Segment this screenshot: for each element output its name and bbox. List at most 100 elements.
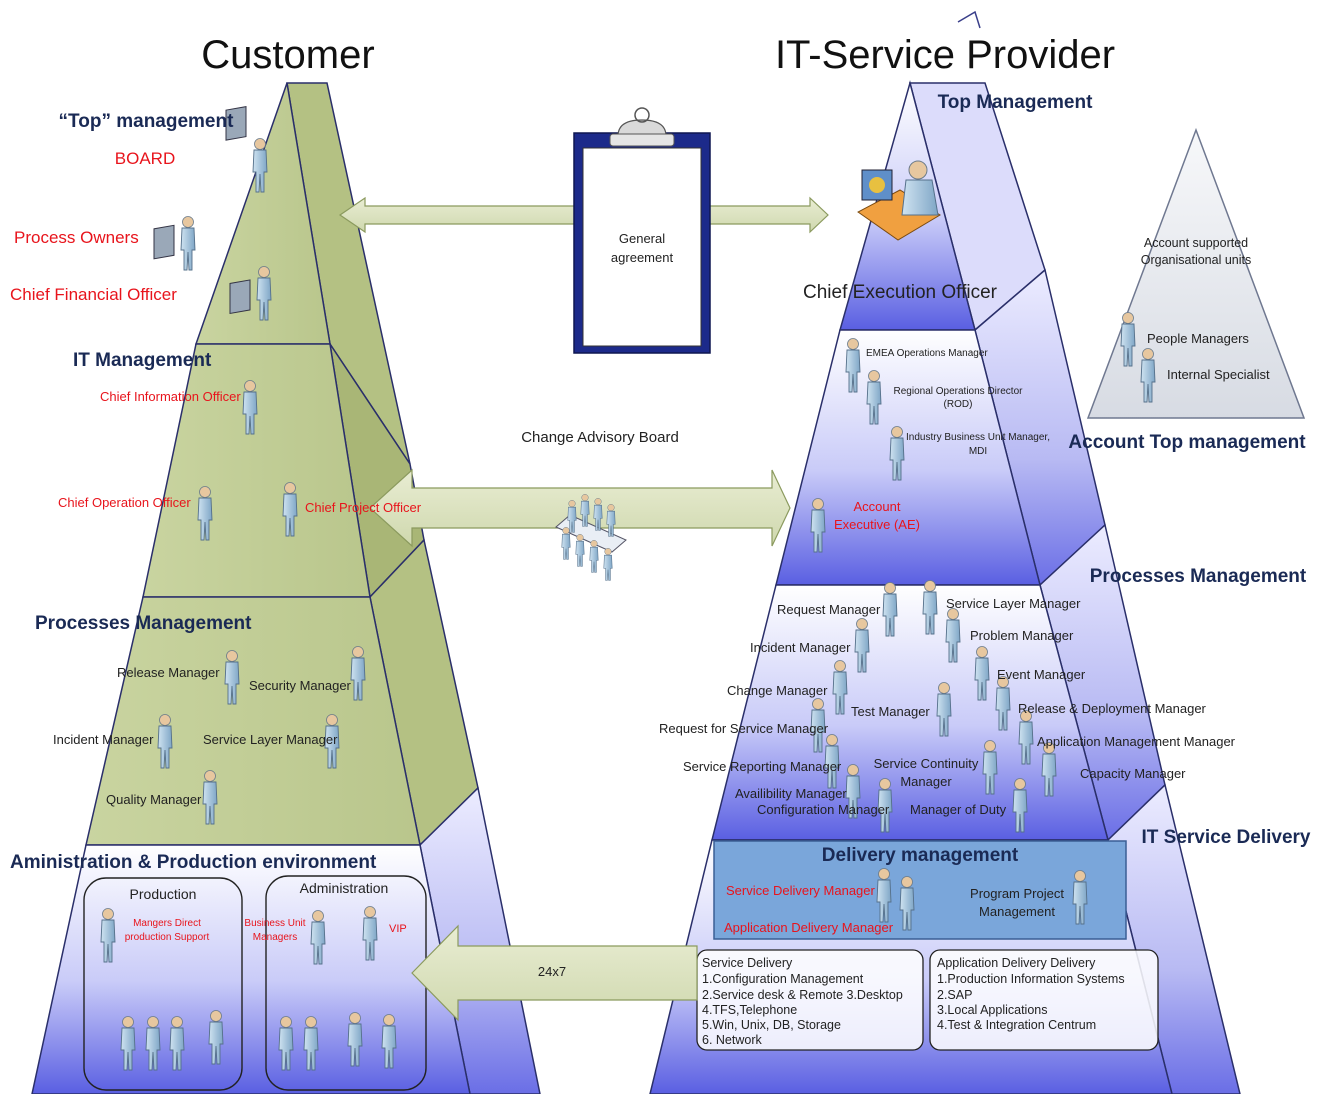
general-agreement-line-2: agreement: [611, 250, 674, 265]
service-delivery-line: Service Delivery: [702, 956, 793, 970]
agreement-arrow: [338, 196, 829, 234]
service-continuity-line-2: Manager: [900, 774, 952, 789]
support-24x7-arrow: [411, 924, 698, 1022]
account-units-line-2: Organisational units: [1141, 253, 1251, 267]
service-delivery-line: 2.Service desk & Remote 3.Desktop: [702, 988, 903, 1002]
application-delivery-line: 4.Test & Integration Centrum: [937, 1018, 1096, 1032]
customer-title: Customer: [201, 33, 374, 77]
cpo-label: Chief Project Officer: [305, 500, 422, 515]
service-delivery-line: 4.TFS,Telephone: [702, 1003, 797, 1017]
capacity-manager-label: Capacity Manager: [1080, 766, 1186, 781]
administration-label: Administration: [300, 880, 389, 896]
service-delivery-line: 6. Network: [702, 1033, 762, 1047]
service-delivery-line: 5.Win, Unix, DB, Storage: [702, 1018, 841, 1032]
delivery-management-heading: Delivery management: [822, 845, 1019, 866]
it-service-delivery-heading: IT Service Delivery: [1142, 827, 1311, 848]
program-project-line-1: Program Project: [970, 886, 1064, 901]
vip-label: VIP: [389, 923, 407, 935]
service-delivery-list: Service Delivery 1.Configuration Managem…: [702, 956, 903, 1047]
cio-label: Chief Information Officer: [100, 389, 241, 404]
bu-managers-line-2: Managers: [253, 932, 297, 943]
bu-managers-line-1: Business Unit: [244, 918, 305, 929]
account-units-line-1: Account supported: [1144, 236, 1248, 250]
cfo-label: Chief Financial Officer: [10, 285, 177, 304]
rod-line-2: (ROD): [944, 399, 973, 410]
application-delivery-line: 2.SAP: [937, 988, 972, 1002]
release-deployment-manager-label: Release & Deployment Manager: [1018, 701, 1207, 716]
application-delivery-line: 1.Production Information Systems: [937, 972, 1125, 986]
production-label: Production: [130, 886, 197, 902]
ceo-label: Chief Execution Officer: [803, 282, 998, 303]
meeting-table-icon: [555, 494, 627, 581]
service-reporting-manager-label: Service Reporting Manager: [683, 759, 842, 774]
customer-pyramid: [31, 82, 541, 1095]
production-box: [83, 877, 243, 1091]
it-management-heading: IT Management: [73, 350, 212, 371]
provider-service-layer-manager-label: Service Layer Manager: [946, 596, 1081, 611]
executive-desk-icon: [225, 106, 268, 193]
rod-line-1: Regional Operations Director: [894, 386, 1024, 397]
program-project-line-2: Management: [979, 904, 1055, 919]
emea-label: EMEA Operations Manager: [866, 348, 988, 359]
service-continuity-line-1: Service Continuity: [874, 756, 979, 771]
change-advisory-board-label: Change Advisory Board: [521, 429, 679, 446]
problem-manager-label: Problem Manager: [970, 628, 1074, 643]
ae-line-1: Account: [854, 499, 901, 514]
release-manager-label: Release Manager: [117, 665, 220, 680]
event-manager-label: Event Manager: [997, 667, 1086, 682]
availability-manager-label: Availibility Manager: [735, 786, 847, 801]
mdi-line-1: Industry Business Unit Manager,: [906, 432, 1050, 443]
executive-desk-icon: [229, 266, 272, 321]
application-delivery-box: [929, 949, 1159, 1051]
provider-apex-mark: [957, 10, 981, 29]
configuration-manager-label: Configuration Manager: [757, 802, 890, 817]
provider-incident-manager-label: Incident Manager: [750, 640, 851, 655]
general-agreement-line-1: General: [619, 231, 665, 246]
application-delivery-list: Application Delivery Delivery 1.Producti…: [937, 956, 1125, 1032]
mdi-line-2: MDI: [969, 446, 987, 457]
people-managers-label: People Managers: [1147, 331, 1249, 346]
coo-label: Chief Operation Officer: [58, 495, 191, 510]
security-manager-label: Security Manager: [249, 678, 352, 693]
ceo-computer-icon: [857, 160, 941, 241]
request-manager-label: Request Manager: [777, 602, 881, 617]
ae-line-2: Executive (AE): [834, 517, 920, 532]
administration-env-heading: Aministration & Production environment: [10, 852, 377, 873]
board-label: BOARD: [115, 149, 175, 168]
provider-top-management-heading: Top Management: [938, 92, 1093, 113]
provider-title: IT-Service Provider: [775, 33, 1115, 77]
quality-manager-label: Quality Manager: [106, 792, 202, 807]
application-delivery-line: 3.Local Applications: [937, 1003, 1048, 1017]
service-delivery-line: 1.Configuration Management: [702, 972, 864, 986]
service-delivery-manager-label: Service Delivery Manager: [726, 883, 876, 898]
provider-processes-heading: Processes Management: [1090, 566, 1307, 587]
change-advisory-arrow: [369, 468, 791, 548]
process-owners-label: Process Owners: [14, 228, 139, 247]
change-manager-label: Change Manager: [727, 683, 828, 698]
application-management-manager-label: Application Management Manager: [1037, 734, 1236, 749]
top-management-heading: “Top” management: [59, 111, 235, 132]
manager-of-duty-label: Manager of Duty: [910, 802, 1007, 817]
customer-admin-face: [31, 844, 471, 1095]
provider-pyramid: [649, 10, 1241, 1095]
customer-processes-heading: Processes Management: [35, 613, 252, 634]
application-delivery-manager-label: Application Delivery Manager: [724, 920, 894, 935]
customer-it-face: [142, 343, 371, 598]
production-support-line-2: production Support: [125, 932, 210, 943]
account-units-triangle: [1086, 127, 1306, 419]
delivery-management-band: [713, 840, 1127, 940]
internal-specialist-label: Internal Specialist: [1167, 367, 1270, 382]
incident-manager-label: Incident Manager: [53, 732, 154, 747]
production-support-line-1: Mangers Direct: [133, 918, 201, 929]
application-delivery-line: Application Delivery Delivery: [937, 956, 1096, 970]
service-layer-manager-label: Service Layer Manager: [203, 732, 338, 747]
customer-process-face: [85, 596, 421, 846]
support-24x7-label: 24x7: [538, 964, 566, 979]
executive-desk-icon: [153, 216, 196, 271]
test-manager-label: Test Manager: [851, 704, 930, 719]
clipboard-icon: [573, 107, 711, 354]
account-top-management-heading: Account Top management: [1068, 432, 1306, 453]
request-for-service-manager-label: Request for Service Manager: [659, 721, 829, 736]
